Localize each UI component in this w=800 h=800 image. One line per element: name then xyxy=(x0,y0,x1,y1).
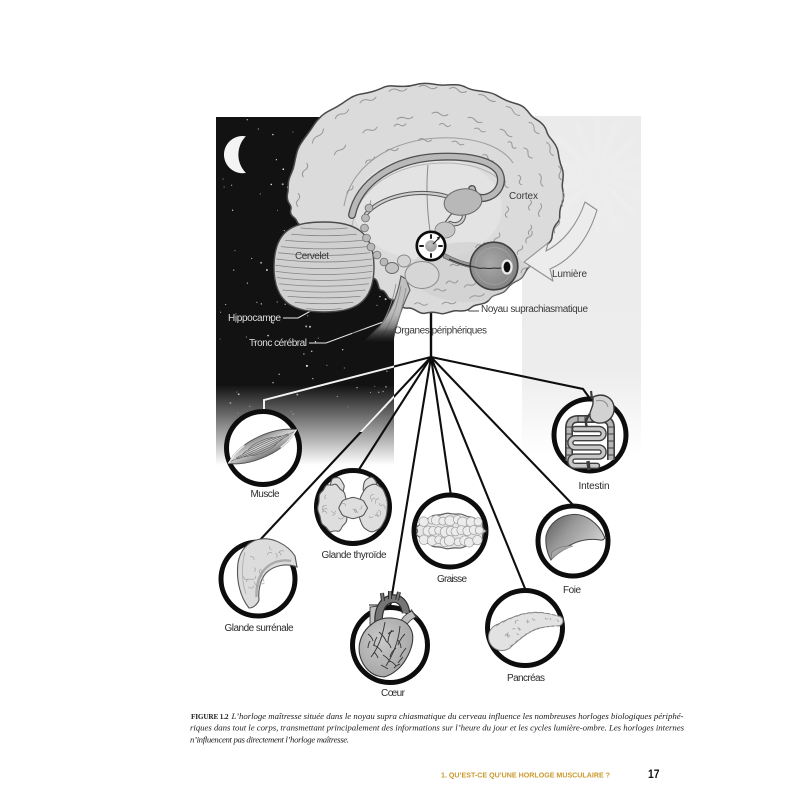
svg-text:17: 17 xyxy=(648,769,660,781)
svg-text:Cervelet: Cervelet xyxy=(295,251,329,262)
svg-text:Noyau suprachiasmatique: Noyau suprachiasmatique xyxy=(481,304,588,315)
svg-text:Pancréas: Pancréas xyxy=(507,673,545,684)
svg-text:Intestin: Intestin xyxy=(579,481,610,492)
svg-text:Cortex: Cortex xyxy=(509,191,538,202)
svg-text:Cœur: Cœur xyxy=(381,688,406,699)
svg-text:L’horloge maîtresse située dan: L’horloge maîtresse située dans le noyau… xyxy=(231,711,684,721)
svg-text:Organes périphériques: Organes périphériques xyxy=(394,326,487,337)
svg-text:n’influencent pas directement: n’influencent pas directement l’horloge … xyxy=(190,734,349,744)
svg-text:Glande surrénale: Glande surrénale xyxy=(225,623,294,634)
svg-text:Foie: Foie xyxy=(563,585,581,596)
svg-text:Graisse: Graisse xyxy=(437,574,467,585)
svg-text:Glande thyroïde: Glande thyroïde xyxy=(322,550,387,561)
svg-text:1. QU’EST-CE QU’UNE HORLOGE MU: 1. QU’EST-CE QU’UNE HORLOGE MUSCULAIRE ? xyxy=(441,771,610,780)
svg-text:Muscle: Muscle xyxy=(251,489,280,500)
svg-text:Tronc cérébral: Tronc cérébral xyxy=(249,338,307,349)
svg-text:Hippocampe: Hippocampe xyxy=(228,313,281,324)
svg-text:FIGURE 1.2: FIGURE 1.2 xyxy=(191,712,229,721)
svg-text:Lumière: Lumière xyxy=(552,269,587,280)
svg-text:riques dans tout le corps, tra: riques dans tout le corps, transmettant … xyxy=(190,723,685,733)
